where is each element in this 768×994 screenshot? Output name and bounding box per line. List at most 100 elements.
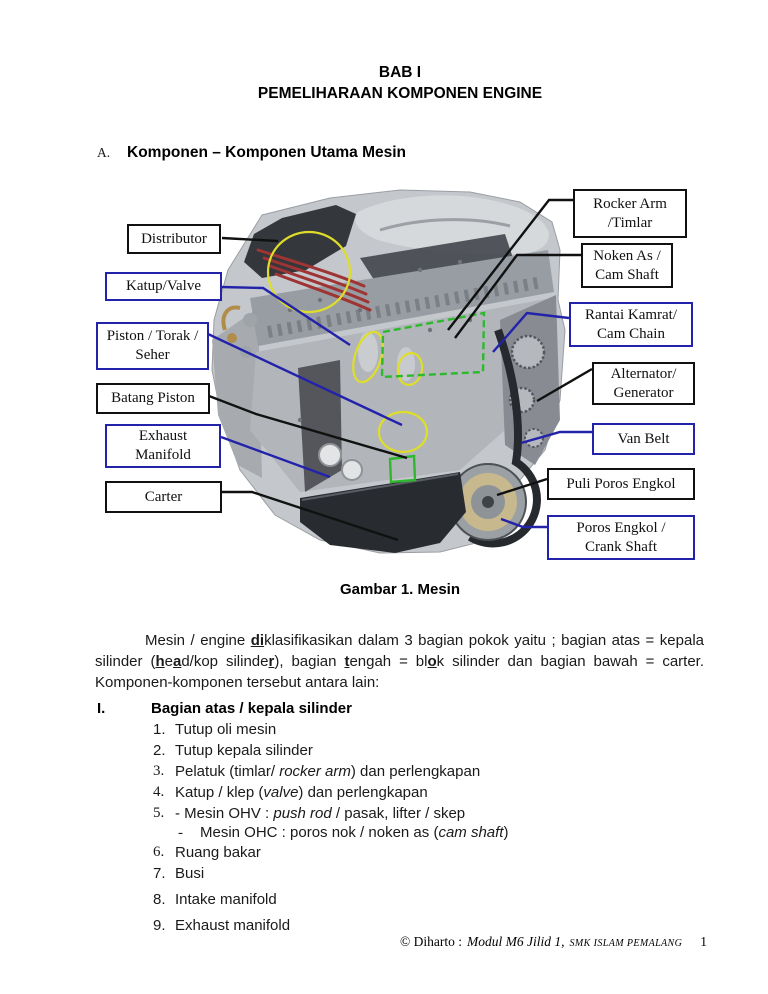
section-i: I. Bagian atas / kepala silinder 1. Tutup…	[97, 698, 697, 936]
label-line: Exhaust	[138, 428, 188, 444]
chapter-title-line2: PEMELIHARAAN KOMPONEN ENGINE	[257, 85, 543, 102]
section-a-prefix: A.	[97, 145, 111, 160]
label-line: Alternator/	[610, 365, 677, 382]
list-item-text: Katup / klep (valve) dan perlengkapan	[175, 782, 428, 803]
label-line: Poros Engkol /	[576, 519, 666, 536]
text-segment: t	[344, 653, 350, 670]
section-i-number: I.	[97, 700, 106, 717]
text-segment: r	[268, 653, 275, 670]
leader-line-exhaust	[220, 435, 331, 479]
leader-line-vanbelt	[520, 430, 592, 445]
list-item-number: 8.	[153, 891, 166, 908]
leader-lines	[207, 198, 593, 542]
label-line: Van Belt	[617, 430, 670, 447]
label-line: Cam Shaft	[595, 266, 659, 283]
text-segment: ) dan perlengkapan	[298, 784, 428, 801]
label-line: Rocker Arm	[593, 195, 667, 212]
label-box-distributor: Distributor	[127, 224, 221, 254]
list-item: 3.Pelatuk (timlar/ rocker arm) dan perle…	[97, 761, 697, 782]
leader-line-rantai	[492, 311, 570, 353]
label-box-batang-piston: Batang Piston	[96, 383, 210, 414]
list-item-text: Pelatuk (timlar/ rocker arm) dan perleng…	[175, 761, 480, 782]
list-item: 9. Exhaust manifold	[97, 915, 697, 936]
text-segment: Tutup oli mesin	[175, 721, 277, 738]
label-line: Rantai Kamrat/	[584, 306, 678, 323]
page-number: 1	[700, 934, 707, 949]
leader-line-batang	[208, 394, 408, 460]
label-line: Carter	[144, 488, 183, 505]
footer-copyright: © Diharto :	[400, 934, 462, 949]
text-segment: a	[172, 653, 182, 670]
label-box-katup-valve: Katup/Valve	[105, 272, 222, 301]
highlight-rect-conrod	[388, 454, 417, 484]
chapter-title: BAB I PEMELIHARAAN KOMPONEN ENGINE	[95, 62, 705, 104]
footer-school-name: SMK ISLAM PEMALANG	[569, 938, 683, 949]
label-line: Piston / Torak /	[106, 328, 199, 344]
label-box-piston-torak-seher: Piston / Torak / Seher	[96, 322, 209, 370]
text-segment: h	[155, 653, 165, 670]
list-item-number: 6.	[153, 844, 165, 860]
page-footer: © Diharto : Modul M6 Jilid 1, SMK ISLAM …	[95, 934, 707, 950]
label-box-rantai-kamrat: Rantai Kamrat/Cam Chain	[569, 302, 693, 347]
list-item: 4.Katup / klep (valve) dan perlengkapan	[97, 782, 697, 803]
list-item-text: - Mesin OHV : push rod / pasak, lifter /…	[175, 803, 465, 824]
highlight-ellipse-piston	[377, 410, 429, 454]
list-item-number: 2.	[153, 742, 166, 759]
text-segment: Katup / klep (	[175, 784, 264, 801]
text-segment: engah = bl	[349, 653, 428, 670]
text-segment: d/kop silinde	[181, 653, 269, 670]
text-segment: Ruang bakar	[175, 844, 261, 861]
leader-line-poros	[500, 517, 547, 529]
highlight-ellipse-valve	[352, 330, 384, 384]
figure-caption: Gambar 1. Mesin	[339, 581, 461, 598]
text-segment: o	[427, 653, 437, 670]
text-segment: - Mesin OHV :	[175, 805, 274, 822]
list-item-text: Ruang bakar	[175, 842, 261, 863]
text-segment: cam shaft	[438, 824, 504, 841]
text-segment: / pasak, lifter / skep	[331, 805, 466, 822]
text-segment: e	[164, 653, 173, 670]
text-segment: rocker arm	[279, 763, 351, 780]
list-item: -Mesin OHC : poros nok / noken as (cam s…	[97, 824, 697, 842]
text-segment: ), bagian	[274, 653, 345, 670]
text-segment: valve	[263, 784, 299, 801]
highlight-ellipse-lifter	[396, 352, 424, 386]
leader-line-puli	[496, 477, 548, 497]
list-item-text: Exhaust manifold	[175, 915, 290, 936]
label-line: Cam Chain	[597, 325, 665, 342]
leader-line-rocker	[447, 198, 573, 331]
label-line: Manifold	[135, 447, 191, 463]
list-item-number: 9.	[153, 917, 166, 934]
label-line: Distributor	[141, 230, 207, 247]
text-segment: di	[250, 632, 265, 649]
text-segment: k silinder dan bagian bawah = carter. Ko…	[95, 653, 705, 691]
list-item-text: Intake manifold	[175, 889, 277, 910]
list-item: 6. Ruang bakar	[97, 842, 697, 863]
text-segment: Busi	[175, 865, 205, 882]
list-item: 8. Intake manifold	[97, 889, 697, 910]
label-line: Crank Shaft	[584, 538, 658, 555]
leader-line-piston	[207, 332, 403, 427]
list-item-text: Tutup oli mesin	[175, 719, 276, 740]
section-i-title: Bagian atas / kepala silinder	[151, 700, 352, 717]
list-item: 2. Tutup kepala silinder	[97, 740, 697, 761]
list-item-text: Mesin OHC : poros nok / noken as (cam sh…	[200, 824, 508, 842]
list-item: 5.- Mesin OHV : push rod / pasak, lifter…	[97, 803, 697, 824]
list-item: 7.Busi	[97, 863, 697, 884]
label-line: Seher	[135, 347, 170, 363]
list-item-number: 1.	[153, 721, 166, 738]
leader-line-carter	[222, 490, 399, 542]
text-segment: Tutup kepala silinder	[175, 742, 313, 759]
engine-body	[211, 189, 566, 554]
text-segment: Pelatuk (timlar/	[175, 763, 280, 780]
label-box-poros-engkol: Poros Engkol / Crank Shaft	[547, 515, 695, 560]
label-box-alternator: Alternator/Generator	[592, 362, 695, 405]
leader-line-noken	[454, 253, 581, 339]
text-segment: push rod	[273, 805, 332, 822]
text-segment: klasifikasikan dalam 3 bagian pokok yait…	[95, 632, 704, 670]
label-line: Generator	[613, 384, 674, 401]
text-segment: Mesin / engine	[145, 632, 251, 649]
diagram-annotations	[266, 230, 486, 484]
text-segment: ) dan perlengkapan	[350, 763, 481, 780]
